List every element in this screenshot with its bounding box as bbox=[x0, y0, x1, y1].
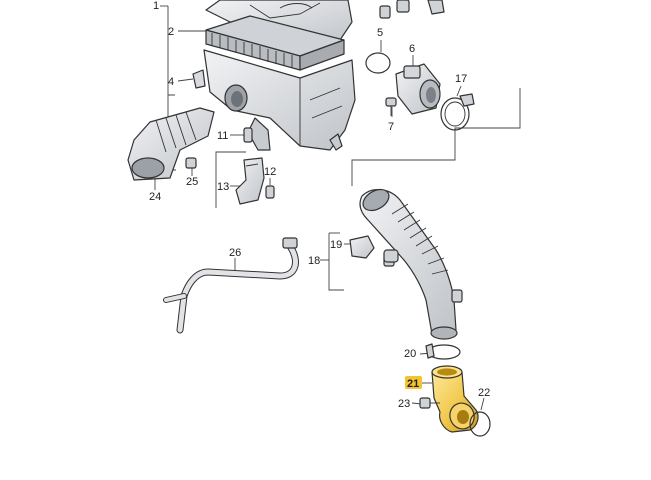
callout-12[interactable]: 12 bbox=[264, 166, 276, 178]
part-12-screw bbox=[265, 185, 275, 199]
part-17-hose-clamp bbox=[440, 93, 475, 131]
callout-20[interactable]: 20 bbox=[404, 348, 416, 360]
callout-25[interactable]: 25 bbox=[186, 176, 198, 188]
part-6-air-mass-meter bbox=[395, 63, 441, 115]
part-23-screw bbox=[419, 397, 440, 409]
part-18-hose bbox=[359, 188, 463, 340]
callout-labels: 1 2 4 5 6 7 11 12 13 17 18 19 20 21 22 2… bbox=[149, 0, 490, 410]
callout-24[interactable]: 24 bbox=[149, 191, 161, 203]
callout-22[interactable]: 22 bbox=[478, 387, 490, 399]
part-20-clamp bbox=[425, 343, 461, 360]
callout-6[interactable]: 6 bbox=[409, 43, 415, 55]
air-filter-element bbox=[205, 15, 345, 71]
part-24-intake-duct bbox=[127, 107, 215, 181]
callout-5[interactable]: 5 bbox=[377, 27, 383, 39]
callout-18[interactable]: 18 bbox=[308, 255, 320, 267]
callout-2[interactable]: 2 bbox=[168, 26, 174, 38]
callout-11[interactable]: 11 bbox=[217, 130, 228, 142]
callout-17[interactable]: 17 bbox=[455, 73, 467, 85]
part-22-o-ring bbox=[469, 411, 491, 437]
callout-1[interactable]: 1 bbox=[153, 0, 159, 12]
part-13-bracket bbox=[235, 157, 265, 205]
part-26-breather-pipe bbox=[163, 237, 299, 334]
callout-21[interactable]: 21 bbox=[407, 378, 419, 390]
callout-13[interactable]: 13 bbox=[217, 181, 229, 193]
callout-4[interactable]: 4 bbox=[168, 76, 174, 88]
callout-23[interactable]: 23 bbox=[398, 398, 410, 410]
top-screw bbox=[379, 0, 445, 19]
highlight-badge-21 bbox=[405, 376, 422, 389]
part-5-o-ring bbox=[365, 52, 391, 74]
part-4-clip bbox=[192, 69, 206, 89]
air-filter-housing-bottom bbox=[203, 49, 356, 151]
part-25-clip bbox=[185, 157, 197, 169]
part-11-screw bbox=[243, 127, 253, 143]
callout-26[interactable]: 26 bbox=[229, 247, 241, 259]
part-21-connecting-pipe bbox=[431, 365, 479, 433]
part-7-screw bbox=[385, 97, 397, 116]
callout-19[interactable]: 19 bbox=[330, 239, 342, 251]
callout-7[interactable]: 7 bbox=[388, 121, 394, 133]
